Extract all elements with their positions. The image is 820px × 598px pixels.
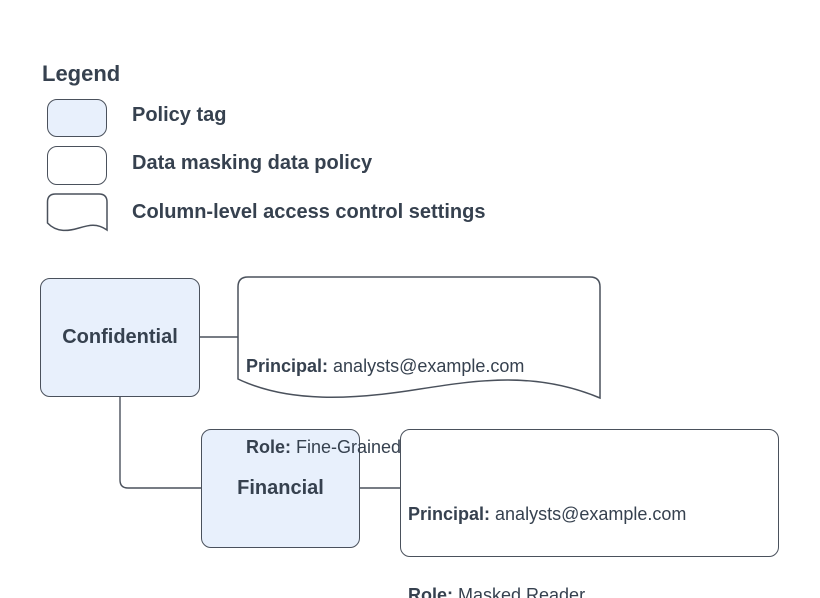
- access-control-settings-text: Principal: analysts@example.com Role: Fi…: [246, 299, 524, 515]
- masking-principal-line: Principal: analysts@example.com: [408, 504, 687, 524]
- policy-tag-financial: Financial: [201, 429, 360, 548]
- legend-label-policy-tag: Policy tag: [132, 104, 227, 126]
- legend-title: Legend: [42, 61, 121, 86]
- policy-tag-confidential: Confidential: [40, 278, 200, 397]
- policy-tag-swatch-icon: [47, 99, 107, 137]
- edge-confidential-to-financial: [119, 397, 201, 489]
- policy-tag-financial-label: Financial: [237, 477, 324, 499]
- access-principal-line: Principal: analysts@example.com: [246, 356, 525, 376]
- column-access-control-swatch-icon: [46, 193, 108, 232]
- policy-tag-confidential-label: Confidential: [62, 326, 178, 348]
- masking-role-line: Role: Masked Reader: [408, 585, 586, 598]
- data-masking-policy-shape: [400, 429, 779, 557]
- legend-label-data-masking-policy: Data masking data policy: [132, 152, 373, 174]
- data-masking-policy-swatch-icon: [47, 146, 107, 185]
- legend-label-column-access-control: Column-level access control settings: [132, 201, 486, 223]
- data-masking-policy-text: Principal: analysts@example.com Role: Ma…: [408, 447, 700, 598]
